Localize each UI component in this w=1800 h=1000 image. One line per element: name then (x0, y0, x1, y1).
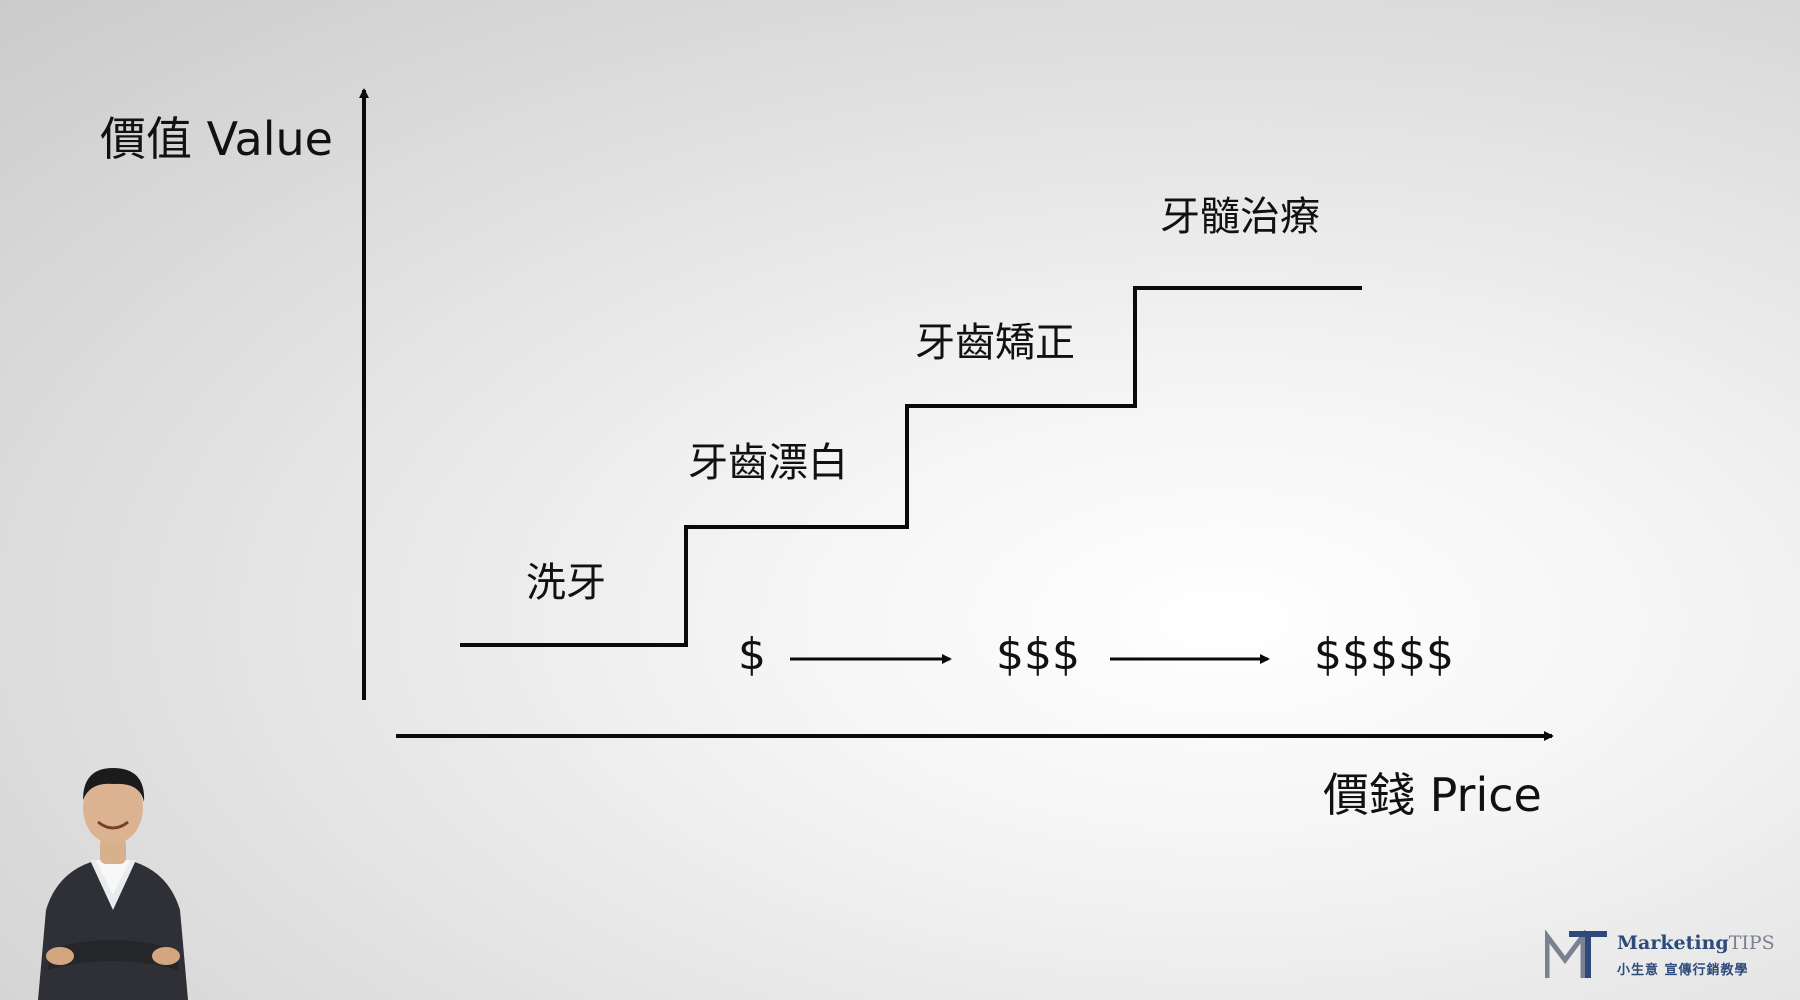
step-label-orthodontics: 牙齒矯正 (915, 320, 1075, 366)
price-level-mid: $$$ (996, 629, 1080, 680)
price-level-high: $$$$$ (1314, 629, 1454, 680)
brand-logo: MarketingTIPS 小生意 宣傳行銷教學 (1545, 928, 1775, 984)
mt-logo-mark-icon (1545, 930, 1607, 978)
logo-wordmark: MarketingTIPS (1617, 932, 1775, 954)
presenter-portrait (38, 768, 188, 1000)
x-axis-label: 價錢 Price (1323, 768, 1542, 822)
step-label-whitening: 牙齒漂白 (688, 440, 848, 486)
price-level-low: $ (738, 629, 766, 680)
step-label-root-canal: 牙髓治療 (1160, 194, 1320, 240)
y-axis-label: 價值 Value (100, 112, 333, 166)
step-label-cleaning: 洗牙 (526, 560, 606, 606)
logo-tagline: 小生意 宣傳行銷教學 (1617, 963, 1749, 978)
value-staircase (460, 286, 1362, 647)
logo-brand-suffix: TIPS (1728, 932, 1775, 954)
logo-brand: Marketing (1617, 932, 1729, 954)
